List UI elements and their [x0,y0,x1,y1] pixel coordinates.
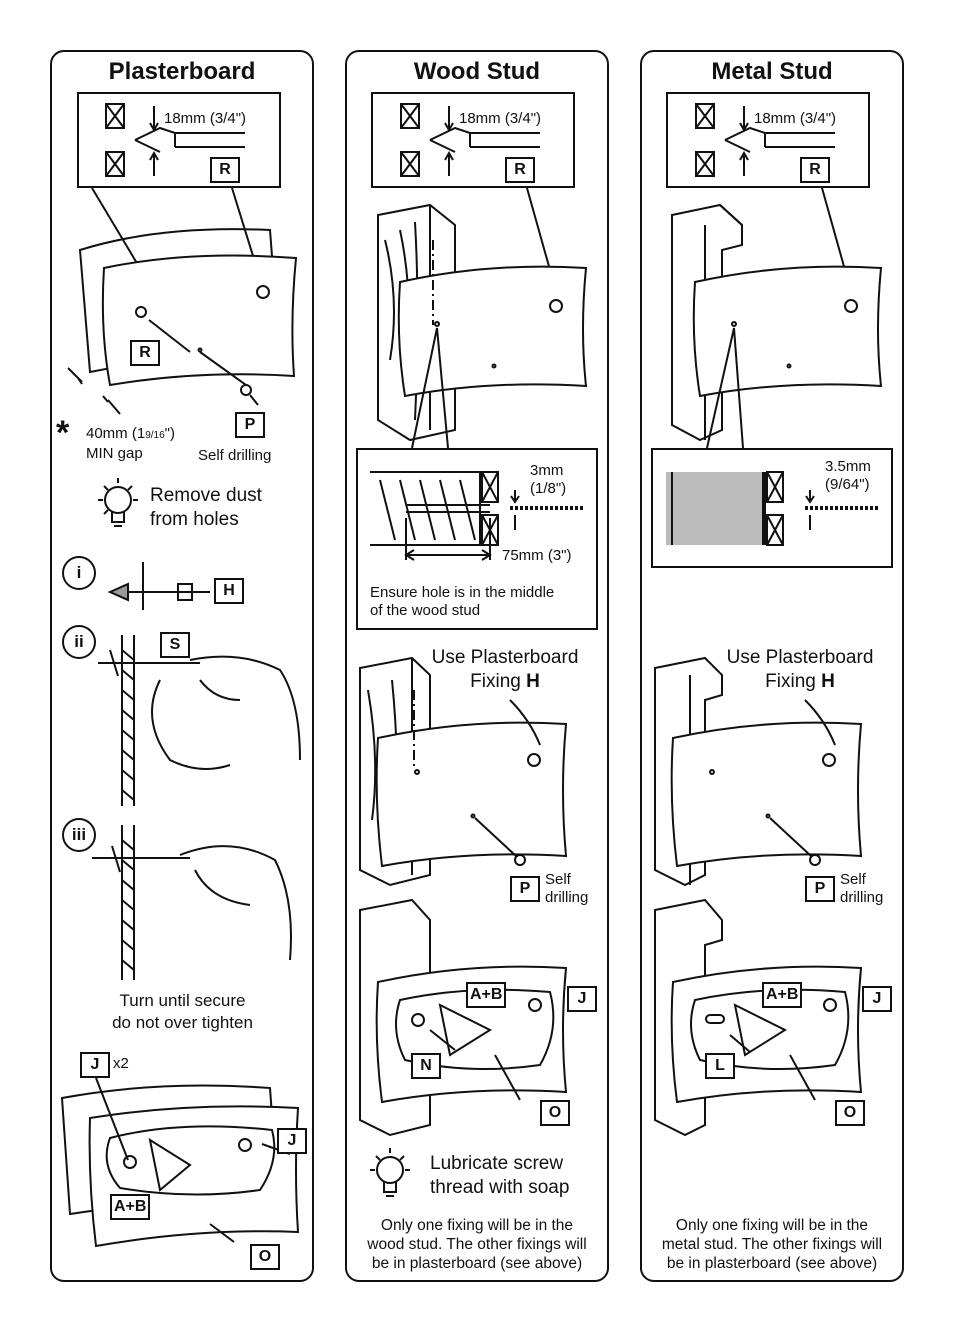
metal-fixing-h: H [821,671,835,692]
wood-label-n: N [411,1053,441,1079]
pilot-size-label: 3mm (1/8") [530,462,567,497]
gap-label: 40mm (19/16") MIN gap [86,425,175,463]
metal-label-j: J [862,986,892,1012]
metal-label-p: P [805,876,835,902]
wood-fixing-word: Fixing [470,671,521,692]
wood-label-ab: A+B [466,982,507,1008]
wood-drill-size: 18mm (3/4") [459,110,542,127]
metal-note: Only one fixing will be in the metal stu… [661,1217,883,1272]
step-iii-badge: iii [62,818,96,852]
metal-label-o: O [835,1100,865,1126]
x2-label: x2 [113,1055,129,1072]
step-i-badge: i [62,556,96,590]
self-drilling-label: Self drilling [198,447,272,464]
wood-use-fixing: Use Plasterboard Fixing H [405,646,605,694]
turn-note: Turn until secure do not over tighten [112,991,253,1032]
remove-dust-tip: Remove dust from holes [150,485,262,530]
label-j-2: J [277,1128,307,1154]
drill-detail-box [77,92,281,188]
label-r-2: R [130,340,160,366]
metal-pilot-detail-box [651,448,893,568]
metal-stud-title: Metal Stud [711,58,833,85]
gap-min: MIN gap [86,445,143,462]
label-s: S [160,632,190,658]
drill-size-label: 18mm (3/4") [164,110,247,127]
wood-label-r: R [505,157,535,183]
asterisk-icon: * [56,414,70,452]
label-p: P [235,412,265,438]
gap-suffix: ") [164,425,175,442]
wood-self-drilling: Self drilling [545,871,589,906]
metal-pilot-size: 3.5mm (9/64") [825,458,871,493]
metal-label-l: L [705,1053,735,1079]
gap-value: 40mm (1 [86,425,146,442]
wood-label-j: J [567,986,597,1012]
wood-label-o: O [540,1100,570,1126]
label-j: J [80,1052,110,1078]
metal-label-ab: A+B [762,982,803,1008]
wood-use-fixing-line1: Use Plasterboard [431,647,579,668]
wood-fixing-h: H [526,671,540,692]
pilot-detail-box [356,448,598,630]
ensure-middle-note: Ensure hole is in the middle of the wood… [370,584,555,619]
wood-stud-title: Wood Stud [413,58,541,85]
label-ab: A+B [110,1194,151,1220]
label-h: H [214,578,244,604]
lubricate-tip: Lubricate screw thread with soap [430,1153,570,1198]
metal-use-fixing-line1: Use Plasterboard [726,647,874,668]
metal-label-r: R [800,157,830,183]
metal-use-fixing: Use Plasterboard Fixing H [700,646,900,694]
step-ii-badge: ii [62,625,96,659]
gap-fraction: 9/16 [145,430,165,441]
metal-drill-size: 18mm (3/4") [754,110,837,127]
wood-label-p: P [510,876,540,902]
plasterboard-title: Plasterboard [108,58,256,85]
label-r: R [210,157,240,183]
depth-label: 75mm (3") [502,547,572,564]
wood-note: Only one fixing will be in the wood stud… [367,1217,587,1272]
metal-self-drilling: Self drilling [840,871,884,906]
metal-fixing-word: Fixing [765,671,816,692]
label-o: O [250,1244,280,1270]
